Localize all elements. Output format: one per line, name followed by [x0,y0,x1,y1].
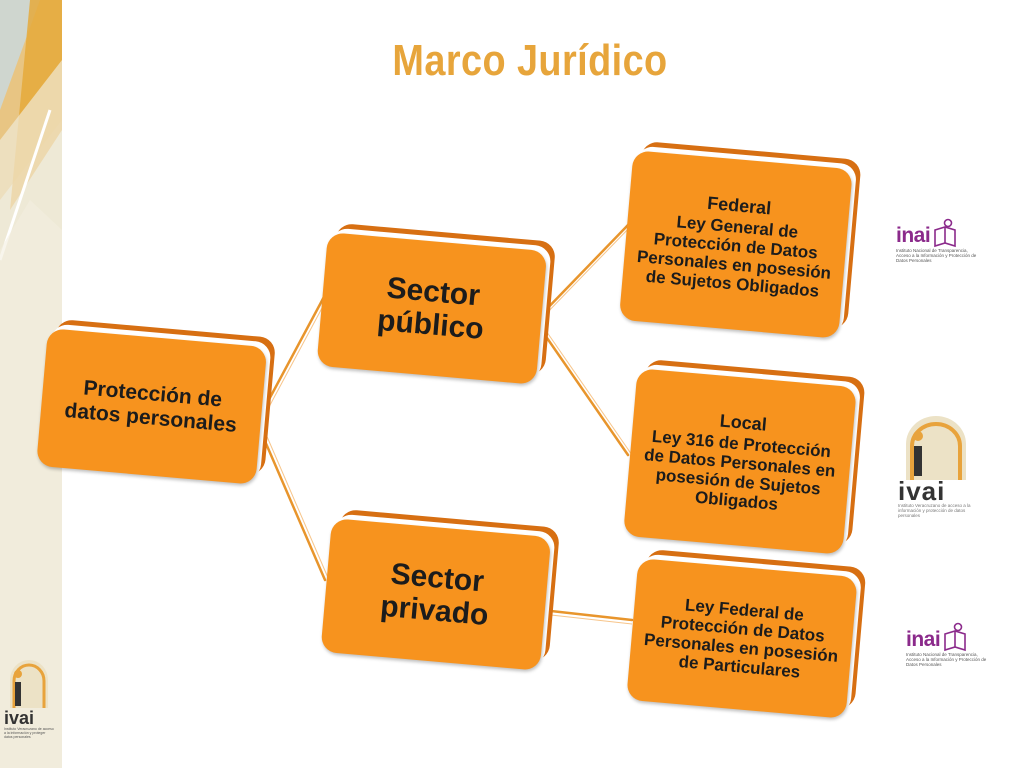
node-label: Protección de datos personales [63,376,238,437]
inai-book-icon [934,218,956,248]
ivai-tagline: Instituto Veracruzano de acceso a la inf… [4,727,54,739]
slide-title: Marco Jurídico [392,36,668,85]
ivai-corner-logo: ivai Instituto Veracruzano de acceso a l… [4,656,54,752]
inai-wordmark: inai [906,628,941,651]
inai-book-icon [944,622,966,652]
node-heading: Federal [706,192,773,219]
node-sector-privado: Sector privado [320,508,564,678]
node-sector-publico: Sector público [316,222,560,392]
inai-logo: inai Instituto Nacional de Transparencia… [906,622,990,674]
node-heading: Local [719,410,768,435]
ivai-arch-icon [906,416,966,480]
inai-tagline: Instituto Nacional de Transparencia, Acc… [906,652,987,667]
ivai-tagline: Instituto Veracruzano de acceso a la inf… [898,503,971,518]
inai-wordmark: inai [896,224,931,247]
node-label: Ley General de Protección de Datos Perso… [636,212,832,301]
inai-logo: inai Instituto Nacional de Transparencia… [896,218,980,270]
ivai-wordmark: ivai [4,708,35,728]
inai-tagline: Instituto Nacional de Transparencia, Acc… [896,248,977,263]
node-label: Ley Federal de Protección de Datos Perso… [643,595,839,682]
node-ley-federal-sujetos: Federal Ley General de Protección de Dat… [618,140,865,346]
node-proteccion-datos: Protección de datos personales [36,318,280,488]
ivai-logo: ivai Instituto Veracruzano de acceso a l… [898,414,974,518]
node-ley-federal-particulares: Ley Federal de Protección de Datos Perso… [625,548,870,728]
ivai-arch-icon [10,660,48,708]
node-label: Ley 316 de Protección de Datos Personale… [643,426,837,514]
node-label: Sector privado [378,557,490,633]
node-ley-316-local: Local Ley 316 de Protección de Datos Per… [622,358,869,564]
ivai-wordmark: ivai [898,476,946,506]
node-label: Sector público [375,271,485,346]
